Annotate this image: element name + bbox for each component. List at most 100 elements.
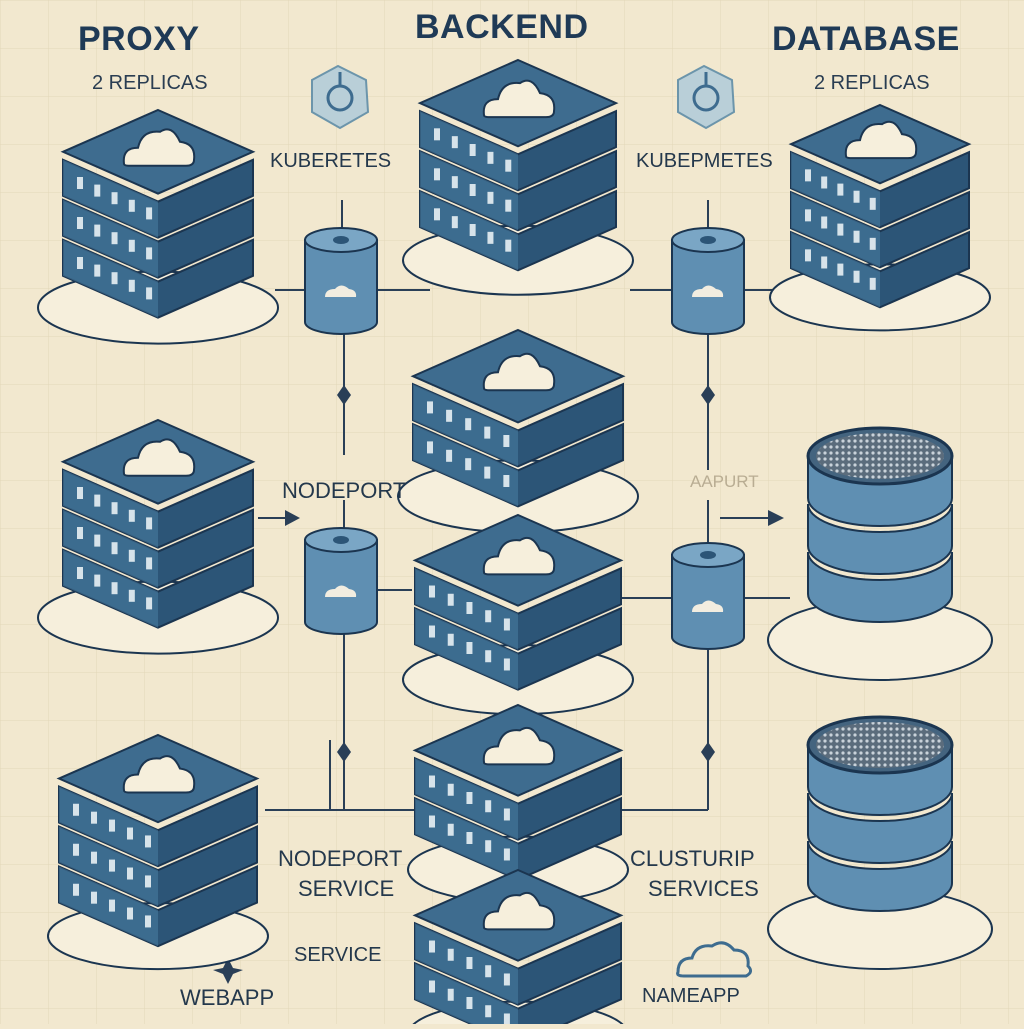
server-face (63, 549, 158, 628)
server-face (420, 151, 518, 231)
server-stack-icon (37, 108, 279, 345)
server-slot (465, 458, 472, 471)
server-slot (91, 851, 97, 864)
server-slot (128, 509, 135, 522)
server-slot (146, 517, 153, 530)
server-slot (111, 192, 118, 205)
database-segment (807, 840, 953, 912)
server-stack-icon (37, 418, 279, 655)
server-slot (128, 589, 135, 602)
database-mesh (816, 433, 944, 479)
server-slot (485, 1005, 492, 1018)
server-slot (77, 567, 83, 579)
server-slot (427, 401, 433, 414)
server-face (791, 232, 880, 308)
database-cylinders (767, 426, 993, 970)
server-slot (145, 915, 151, 928)
server-slot (145, 835, 151, 848)
server-slot (146, 597, 153, 610)
server-slot (853, 270, 860, 283)
server-slot (805, 249, 811, 262)
server-slot (466, 997, 473, 1009)
server-slot (484, 426, 491, 439)
server-slot (837, 223, 844, 236)
header-proxy-replicas: 2 REPLICAS (92, 72, 208, 94)
server-slot (503, 1013, 510, 1026)
server-slot (127, 907, 133, 920)
arrow-icon (701, 385, 715, 405)
header-backend: BACKEND (415, 8, 589, 46)
server-slot (128, 199, 135, 212)
database-cylinder-icon (767, 715, 993, 970)
label-kubernetes-right: KUBEPMETES (636, 150, 773, 172)
server-slot (869, 277, 876, 290)
cloud-icon (325, 285, 357, 297)
server-slot (469, 224, 476, 236)
server-slot (837, 183, 844, 196)
server-slot (429, 815, 435, 828)
server-face (59, 826, 158, 907)
server-slot (505, 239, 512, 252)
service-cylinder-icon (671, 542, 745, 650)
cloud-icon (482, 352, 556, 392)
server-slot (111, 502, 118, 515)
server-slot (111, 232, 118, 245)
server-stack-icon (397, 328, 639, 534)
server-slot (109, 819, 115, 832)
cloud-icon (482, 79, 556, 119)
server-slot (127, 867, 133, 880)
server-slot (91, 891, 97, 904)
server-slot (484, 466, 491, 479)
server-slot (109, 899, 115, 912)
cloud-icon (692, 285, 724, 297)
cloud-icon (482, 726, 556, 766)
label-nodeport-service-2: SERVICE (298, 876, 395, 901)
header-database-replicas: 2 REPLICAS (814, 72, 930, 94)
server-face (63, 509, 158, 588)
server-slot (94, 494, 101, 507)
server-slot (503, 973, 510, 986)
server-slot (805, 209, 811, 222)
database-segment (807, 503, 953, 575)
server-slot (77, 487, 83, 499)
server-slot (446, 409, 453, 422)
server-slot (111, 272, 118, 285)
server-slot (77, 217, 83, 229)
server-slot (503, 808, 510, 821)
server-slot (146, 287, 153, 300)
service-cylinder-icon (671, 227, 745, 335)
server-slot (447, 823, 454, 836)
server-slot (469, 184, 476, 196)
server-slot (821, 216, 828, 229)
server-slot (469, 144, 476, 156)
server-slot (94, 574, 101, 587)
service-cylinder-icon (304, 527, 378, 635)
cylinder-port (700, 236, 716, 244)
label-nodeport-faint: AAPURT (690, 472, 759, 491)
server-face (63, 199, 158, 278)
server-slot (128, 279, 135, 292)
server-slot (487, 231, 494, 244)
cloud-icon (482, 891, 556, 931)
cloud-icon (676, 941, 753, 978)
kubernetes-icon (311, 64, 370, 130)
server-stack-icon (402, 58, 634, 296)
server-slot (434, 128, 440, 141)
server-slot (837, 263, 844, 276)
kubernetes-icon (677, 64, 736, 130)
cloud-icon (482, 536, 556, 576)
server-slot (429, 585, 435, 598)
server-slot (503, 658, 510, 671)
service-cylinder-icon (304, 227, 378, 335)
arrow-icon (337, 742, 351, 762)
server-slot (485, 800, 492, 813)
server-slot (73, 883, 79, 896)
server-slot (128, 239, 135, 252)
server-slot (485, 650, 492, 663)
server-slot (505, 199, 512, 212)
server-slot (466, 957, 473, 969)
server-slot (429, 940, 435, 953)
server-slot (73, 803, 79, 816)
label-clusterip-1: CLUSTURIP (630, 846, 755, 871)
